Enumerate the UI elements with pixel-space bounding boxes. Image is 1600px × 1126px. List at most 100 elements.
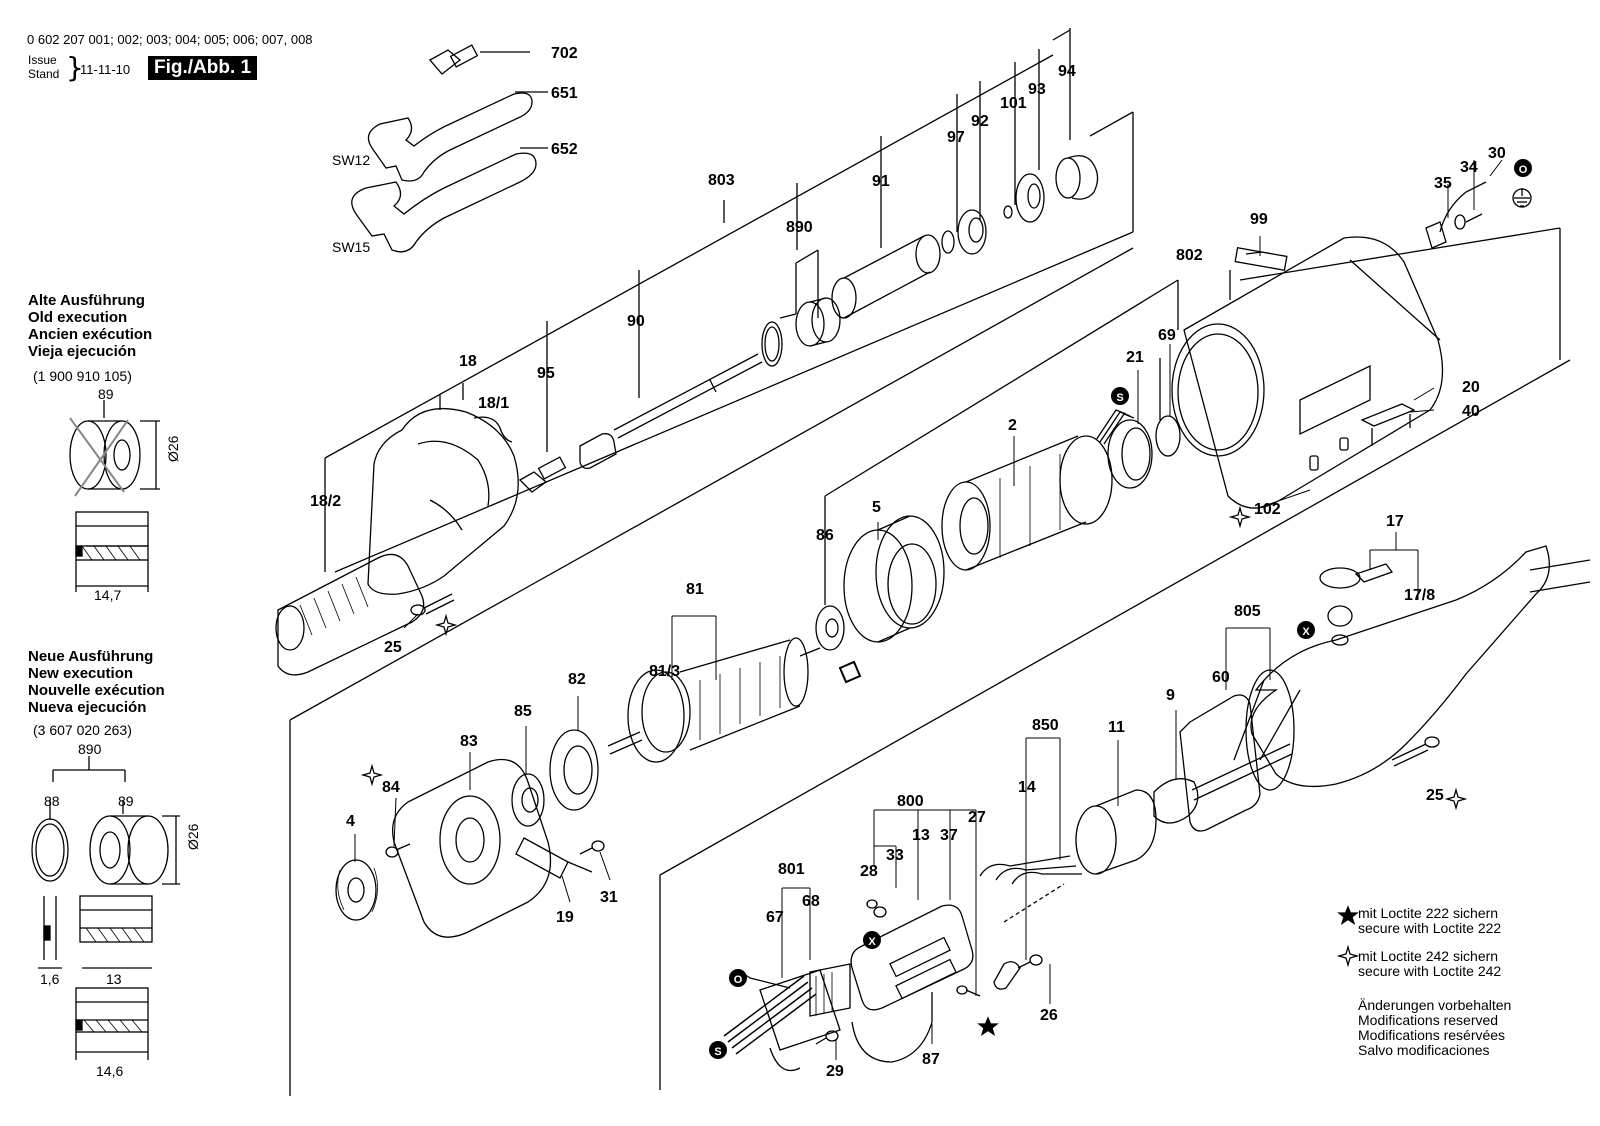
part-label: 85 bbox=[514, 703, 532, 720]
part-label: 101 bbox=[1000, 95, 1027, 112]
part-label: 90 bbox=[627, 313, 645, 330]
clip-86 bbox=[838, 660, 862, 684]
loctite-222-note: mit Loctite 222 sichern secure with Loct… bbox=[1358, 906, 1501, 936]
part-label: 25 bbox=[384, 639, 402, 656]
screw-31 bbox=[579, 840, 605, 855]
part-label: 94 bbox=[1058, 63, 1076, 80]
bearing-92 bbox=[957, 209, 987, 255]
part-label: 14 bbox=[1018, 779, 1036, 796]
ring-101 bbox=[1003, 205, 1013, 219]
old-execution-heading: Alte Ausführung Old execution Ancien exé… bbox=[28, 292, 152, 360]
old-dim-diameter: Ø26 bbox=[165, 435, 181, 462]
part-numbers: 0 602 207 001; 002; 003; 004; 005; 006; … bbox=[27, 32, 313, 47]
part-label: 81 bbox=[686, 581, 704, 598]
part-label: 30 bbox=[1488, 145, 1506, 162]
upper-group-lines bbox=[289, 28, 1134, 1096]
part-label: 40 bbox=[1462, 403, 1480, 420]
part-label: 702 bbox=[551, 45, 578, 62]
mod-es: Salvo modificaciones bbox=[1358, 1042, 1490, 1058]
part-label: 18/1 bbox=[478, 395, 509, 412]
ring-82 bbox=[549, 729, 599, 811]
bearing-86 bbox=[815, 605, 845, 651]
part-label: 9 bbox=[1166, 687, 1175, 704]
new-exec-en: New execution bbox=[28, 665, 134, 682]
old-exec-number: (1 900 910 105) bbox=[33, 368, 132, 384]
part-label: 25 bbox=[1426, 787, 1444, 804]
leader-lines bbox=[354, 159, 1503, 1060]
part-label: 83 bbox=[460, 733, 478, 750]
seal-60 bbox=[1179, 694, 1261, 832]
part-label: 2 bbox=[1008, 417, 1017, 434]
new-execution-drawing bbox=[31, 756, 180, 1060]
part-label: 86 bbox=[816, 527, 834, 544]
part-label: 805 bbox=[1234, 603, 1261, 620]
armature-81 bbox=[607, 637, 821, 763]
right-group-lines bbox=[659, 227, 1571, 1090]
new-dim-a: 1,6 bbox=[40, 971, 60, 987]
part-label: 29 bbox=[826, 1063, 844, 1080]
part-label: 802 bbox=[1176, 247, 1203, 264]
outline-star-icon bbox=[1336, 944, 1360, 968]
clip-spring bbox=[473, 416, 513, 443]
screw-25-lower bbox=[1391, 736, 1440, 767]
old-exec-en: Old execution bbox=[28, 309, 128, 326]
ground-marker-icon: O bbox=[729, 969, 747, 987]
old-exec-es: Vieja ejecución bbox=[28, 343, 137, 360]
part-label: 92 bbox=[971, 113, 989, 130]
part-label: 803 bbox=[708, 172, 735, 189]
loctite-markers bbox=[360, 505, 1468, 1037]
part-label: 97 bbox=[947, 129, 965, 146]
part-label: 18 bbox=[459, 353, 477, 370]
cross-marker-icon: X bbox=[863, 931, 881, 949]
wrench-set bbox=[351, 44, 548, 253]
part-label: 37 bbox=[940, 827, 958, 844]
part-label: 5 bbox=[872, 499, 881, 516]
part-labels: 702 651 652 803 890 91 97 92 101 93 94 9… bbox=[310, 45, 1506, 1080]
new-exec-es: Nueva ejecución bbox=[28, 699, 147, 716]
part-label: 35 bbox=[1434, 175, 1452, 192]
gear-head-housing bbox=[275, 408, 519, 676]
part-label: 13 bbox=[912, 827, 930, 844]
part-label: 17/8 bbox=[1404, 587, 1435, 604]
new-part-a-label: 88 bbox=[44, 793, 60, 809]
switch-knob-17 bbox=[1319, 563, 1394, 646]
part-label: 67 bbox=[766, 909, 784, 926]
fan-9 bbox=[1153, 743, 1293, 824]
old-exec-fr: Ancien exécution bbox=[28, 326, 153, 343]
part-label: 19 bbox=[556, 909, 574, 926]
part-label: 890 bbox=[786, 219, 813, 236]
pinion-94 bbox=[1055, 155, 1099, 200]
part-label: 4 bbox=[346, 813, 355, 830]
washer-97 bbox=[941, 230, 955, 254]
part-label: 93 bbox=[1028, 81, 1046, 98]
old-part-label: 89 bbox=[98, 386, 114, 402]
old-dim-length: 14,7 bbox=[94, 587, 121, 603]
screws-102 bbox=[1309, 437, 1349, 471]
wire-87 bbox=[851, 992, 933, 1063]
part-label: 17 bbox=[1386, 513, 1404, 530]
svg-text:S: S bbox=[714, 1046, 721, 1058]
motor-housing bbox=[1171, 236, 1444, 509]
part-label: 84 bbox=[382, 779, 400, 796]
new-exec-fr: Nouvelle exécution bbox=[28, 682, 165, 699]
seal-ring-21 bbox=[1107, 419, 1153, 489]
new-exec-number: (3 607 020 263) bbox=[33, 722, 132, 738]
modifications-note: Änderungen vorbehalten Modifications res… bbox=[1358, 998, 1511, 1058]
part-label: 651 bbox=[551, 85, 578, 102]
screw-25-upper bbox=[410, 593, 455, 616]
issue-label: Issue bbox=[28, 53, 57, 67]
sleeve-91 bbox=[831, 234, 941, 319]
part-label: 91 bbox=[872, 173, 890, 190]
part-label: 33 bbox=[886, 847, 904, 864]
spindle-90 bbox=[579, 353, 763, 470]
loctite-222-en: secure with Loctite 222 bbox=[1358, 920, 1502, 936]
contact-plate-26 bbox=[993, 954, 1043, 990]
svg-text:O: O bbox=[734, 974, 743, 986]
part-label: 18/2 bbox=[310, 493, 341, 510]
wrench-sw15-label: SW15 bbox=[332, 239, 370, 255]
part-label: 95 bbox=[537, 365, 555, 382]
cross-marker-icon: X bbox=[1297, 621, 1315, 639]
part-label: 850 bbox=[1032, 717, 1059, 734]
bracket-19 bbox=[515, 837, 593, 879]
